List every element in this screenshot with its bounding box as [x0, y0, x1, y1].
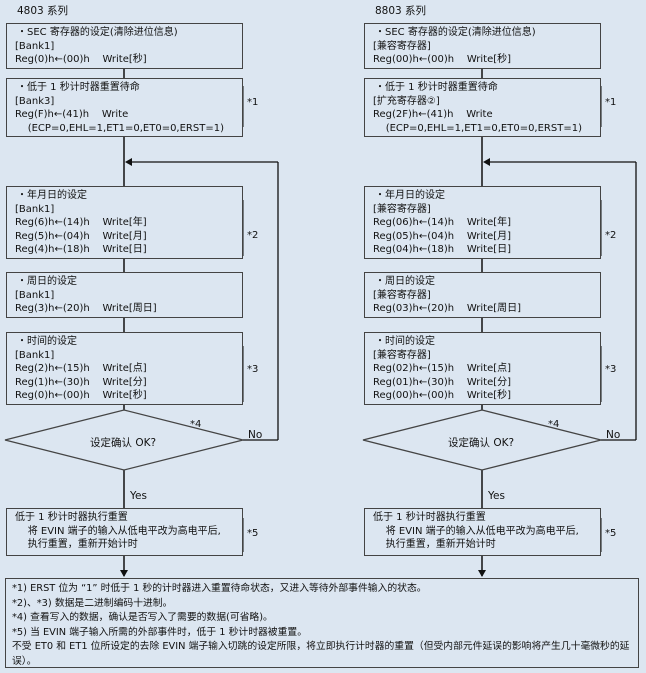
footnote-mark: *1	[247, 97, 259, 108]
step-line: 低于 1 秒计时器执行重置	[15, 512, 128, 523]
step-box1: ・SEC 寄存器的设定(清除进位信息) [Bank1] Reg(0)h←(00)h …	[6, 23, 243, 69]
step-line: Reg(00)h←(00)h Write[秒]	[373, 390, 512, 401]
decision-diamond	[362, 409, 602, 471]
notes-box: *1) ERST 位为 “1” 时低于 1 秒的计时器进入重置待命状态，又进入等…	[5, 578, 639, 668]
step-line: [兼容寄存器]	[373, 349, 431, 361]
step-line: 执行重置，重新开始计时	[15, 539, 138, 550]
step-line: [兼容寄存器]	[373, 203, 431, 215]
step-line: [扩充寄存器②]	[373, 95, 440, 107]
no-label: No	[606, 429, 621, 441]
step-line: ・年月日的设定	[17, 190, 87, 201]
step-line: Reg(F)h←(41)h Write	[15, 109, 129, 120]
step-line: Reg(00)h←(00)h Write[秒]	[373, 54, 512, 65]
footnote-mark: *2	[605, 230, 617, 241]
step-line: Reg(04)h←(18)h Write[日]	[373, 244, 512, 255]
step-line: ・年月日的设定	[375, 190, 445, 201]
step-line: [Bank3]	[15, 95, 55, 107]
decision-label: 设定确认 OK?	[90, 437, 157, 449]
step-line: Reg(3)h←(20)h Write[周日]	[15, 303, 157, 314]
step-box4: ・周日的设定 [Bank1] Reg(3)h←(20)h Write[周日]	[6, 272, 243, 318]
step-box1: ・SEC 寄存器的设定(清除进位信息) [兼容寄存器] Reg(00)h←(00)h…	[364, 23, 601, 69]
step-line: ・时间的设定	[17, 336, 77, 347]
no-label: No	[248, 429, 263, 441]
step-line: Reg(0)h←(00)h Write[秒]	[15, 54, 147, 65]
step-line: Reg(6)h←(14)h Write[年]	[15, 217, 147, 228]
step-line: [兼容寄存器]	[373, 40, 431, 52]
step-line: [Bank1]	[15, 289, 55, 301]
footnote-mark: *1	[605, 97, 617, 108]
step-line: Reg(03)h←(20)h Write[周日]	[373, 303, 522, 314]
footnote-mark: *4	[190, 419, 202, 430]
step-line: (ECP=0,EHL=1,ET1=0,ET0=0,ERST=1)	[15, 122, 224, 134]
step-line: Reg(4)h←(18)h Write[日]	[15, 244, 147, 255]
arrow-head-icon	[483, 158, 490, 166]
yes-label: Yes	[130, 490, 147, 502]
step-line: 将 EVIN 端子的输入从低电平改为高电平后,	[15, 525, 221, 537]
step-line: [兼容寄存器]	[373, 289, 431, 301]
note-line: *5) 当 EVIN 端子输入所需的外部事件时，低于 1 秒计时器被重置。	[12, 626, 307, 638]
series-title: 8803 系列	[375, 5, 427, 17]
step-line: [Bank1]	[15, 203, 55, 215]
step-box4: ・周日的设定 [兼容寄存器] Reg(03)h←(20)h Write[周日]	[364, 272, 601, 318]
footnote-mark: *5	[605, 528, 617, 539]
step-box6: 低于 1 秒计时器执行重置 将 EVIN 端子的输入从低电平改为高电平后, 执行…	[6, 508, 243, 556]
step-line: [Bank1]	[15, 40, 55, 52]
footnote-mark: *3	[605, 364, 617, 375]
decision-label: 设定确认 OK?	[448, 437, 515, 449]
step-box6: 低于 1 秒计时器执行重置 将 EVIN 端子的输入从低电平改为高电平后, 执行…	[364, 508, 601, 556]
footnote-mark: *3	[247, 364, 259, 375]
step-line: Reg(05)h←(04)h Write[月]	[373, 230, 512, 242]
yes-label: Yes	[488, 490, 505, 502]
step-box2: ・低于 1 秒计时器重置待命 [Bank3] Reg(F)h←(41)h Write…	[6, 78, 243, 137]
step-line: Reg(02)h←(15)h Write[点]	[373, 363, 512, 374]
step-line: ・时间的设定	[375, 336, 435, 347]
step-line: Reg(2)h←(15)h Write[点]	[15, 363, 147, 374]
note-line: 不受 ET0 和 ET1 位所设定的去除 EVIN 端子输入切跳的设定所限，将立…	[12, 641, 630, 667]
step-line: Reg(5)h←(04)h Write[月]	[15, 230, 147, 242]
arrow-head-icon	[125, 158, 132, 166]
step-line: (ECP=0,EHL=1,ET1=0,ET0=0,ERST=1)	[373, 122, 582, 134]
step-line: 执行重置，重新开始计时	[373, 539, 496, 550]
step-line: [Bank1]	[15, 349, 55, 361]
step-box2: ・低于 1 秒计时器重置待命 [扩充寄存器②] Reg(2F)h←(41)h Wri…	[364, 78, 601, 137]
step-line: ・周日的设定	[375, 276, 435, 287]
step-box5: ・时间的设定 [Bank1] Reg(2)h←(15)h Write[点] Reg(1…	[6, 332, 243, 405]
step-line: Reg(2F)h←(41)h Write	[373, 109, 493, 120]
step-line: ・周日的设定	[17, 276, 77, 287]
step-line: 将 EVIN 端子的输入从低电平改为高电平后,	[373, 525, 579, 537]
series-title: 4803 系列	[17, 5, 69, 17]
step-line: ・低于 1 秒计时器重置待命	[375, 82, 498, 93]
step-line: 低于 1 秒计时器执行重置	[373, 512, 486, 523]
note-line: *4) 查看写入的数据，确认是否写入了需要的数据(可省略)。	[12, 612, 273, 623]
footnote-mark: *2	[247, 230, 259, 241]
step-line: ・SEC 寄存器的设定(清除进位信息)	[375, 27, 536, 38]
step-line: Reg(01)h←(30)h Write[分]	[373, 376, 512, 388]
arrow-head-icon	[478, 570, 486, 577]
step-box5: ・时间的设定 [兼容寄存器] Reg(02)h←(15)h Write[点] Reg(…	[364, 332, 601, 405]
step-box3: ・年月日的设定 [兼容寄存器] Reg(06)h←(14)h Write[年] Reg…	[364, 186, 601, 259]
step-line: ・SEC 寄存器的设定(清除进位信息)	[17, 27, 178, 38]
note-line: *2)、*3) 数据是二进制编码十进制。	[12, 597, 173, 609]
step-line: Reg(0)h←(00)h Write[秒]	[15, 390, 147, 401]
decision-diamond	[4, 409, 244, 471]
step-box3: ・年月日的设定 [Bank1] Reg(6)h←(14)h Write[年] Reg(…	[6, 186, 243, 259]
footnote-mark: *4	[548, 419, 560, 430]
footnote-mark: *5	[247, 528, 259, 539]
note-line: *1) ERST 位为 “1” 时低于 1 秒的计时器进入重置待命状态，又进入等…	[12, 583, 427, 594]
arrow-head-icon	[120, 570, 128, 577]
step-line: Reg(06)h←(14)h Write[年]	[373, 217, 512, 228]
step-line: Reg(1)h←(30)h Write[分]	[15, 376, 147, 388]
step-line: ・低于 1 秒计时器重置待命	[17, 82, 140, 93]
